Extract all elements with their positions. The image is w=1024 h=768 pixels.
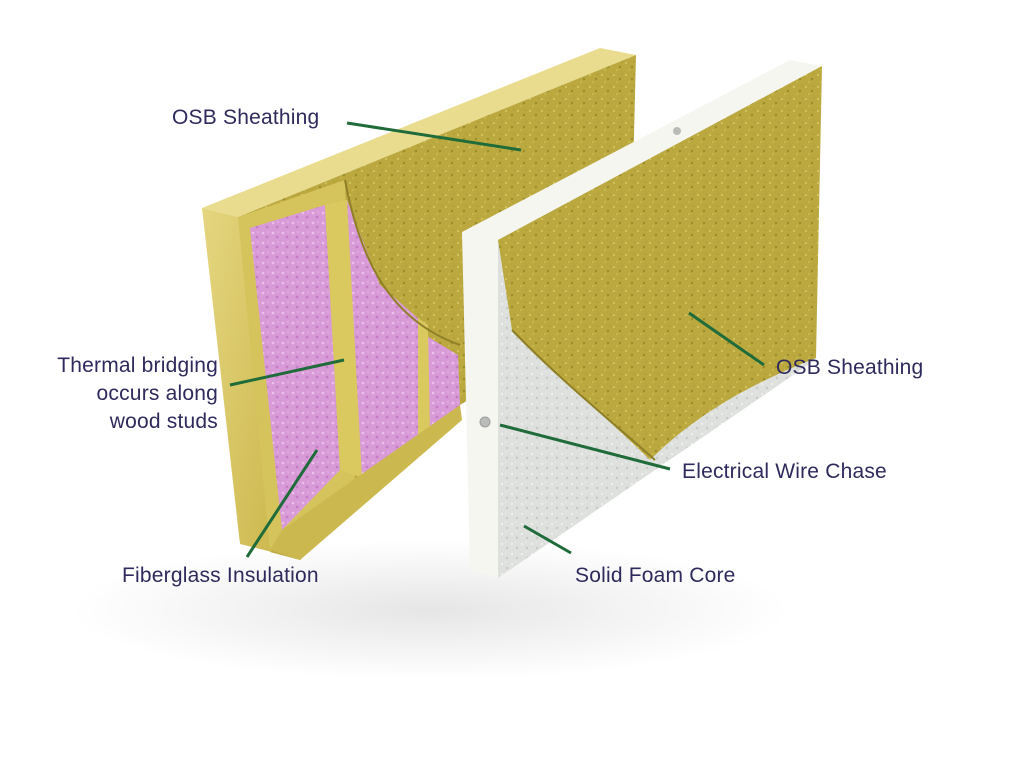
label-line-1: Thermal bridging <box>57 354 218 377</box>
middle-stud <box>325 200 362 478</box>
ground-shadow <box>70 540 790 680</box>
label-text: OSB Sheathing <box>172 106 320 129</box>
insulation-bay-2 <box>347 200 420 478</box>
label-fiberglass-insulation: Fiberglass Insulation <box>122 562 319 590</box>
right-stud <box>418 318 430 440</box>
label-solid-foam-core: Solid Foam Core <box>575 562 736 590</box>
label-line-2: occurs along <box>96 382 218 405</box>
leader-fiberglass <box>245 449 319 558</box>
end-stud <box>202 208 272 552</box>
label-osb-sheathing-left: OSB Sheathing <box>172 104 319 132</box>
leader-osb-right <box>688 311 765 367</box>
label-osb-sheathing-right: OSB Sheathing <box>776 354 923 382</box>
leader-thermal-bridging <box>229 358 345 387</box>
structural-insulated-panel <box>462 60 822 578</box>
label-text: Fiberglass Insulation <box>122 564 319 587</box>
bottom-plate <box>270 405 462 560</box>
sip-cutaway-edge <box>511 329 656 461</box>
label-text: OSB Sheathing <box>776 356 924 379</box>
osb-cutaway-edge <box>344 179 461 346</box>
sip-foam-edge <box>462 60 822 578</box>
stick-framed-wall <box>202 48 636 560</box>
wire-chase-hole <box>479 416 491 428</box>
label-text: Solid Foam Core <box>575 564 736 587</box>
insulation-bay-1 <box>250 205 340 530</box>
leader-osb-left <box>346 121 522 152</box>
leader-wire-chase <box>499 423 671 471</box>
leader-lines <box>229 121 765 558</box>
insulation-bay-3 <box>425 335 460 430</box>
wire-chase-hole-top <box>673 127 681 135</box>
label-line-3: wood studs <box>109 410 218 433</box>
top-plate <box>202 48 636 217</box>
sip-osb-face <box>498 66 822 460</box>
leader-foam-core <box>523 524 572 555</box>
label-electrical-wire-chase: Electrical Wire Chase <box>682 458 887 486</box>
label-text: Electrical Wire Chase <box>682 460 887 483</box>
label-thermal-bridging: Thermal bridging occurs along wood studs <box>20 352 218 436</box>
